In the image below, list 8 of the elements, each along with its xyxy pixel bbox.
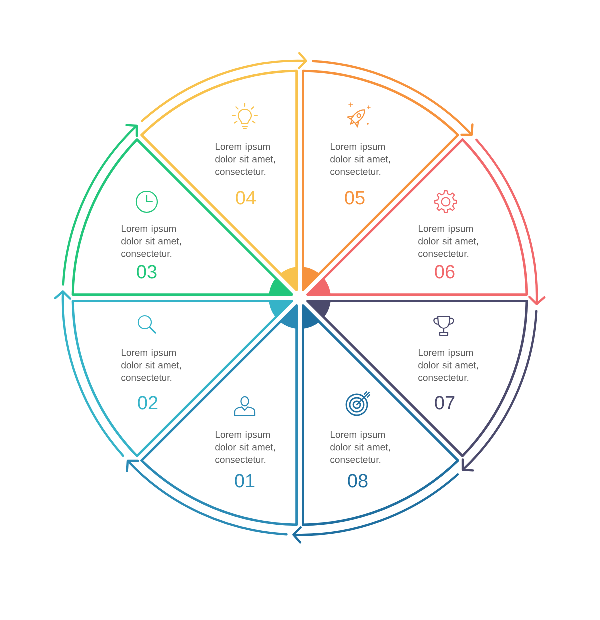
curved-arrow [62, 124, 138, 286]
curved-arrow [312, 60, 474, 136]
curved-arrow [140, 52, 308, 122]
curved-arrow [476, 138, 546, 306]
curved-arrow [462, 310, 538, 472]
curved-arrow [126, 460, 288, 536]
curved-arrow [54, 290, 124, 458]
curved-arrow [292, 474, 460, 544]
